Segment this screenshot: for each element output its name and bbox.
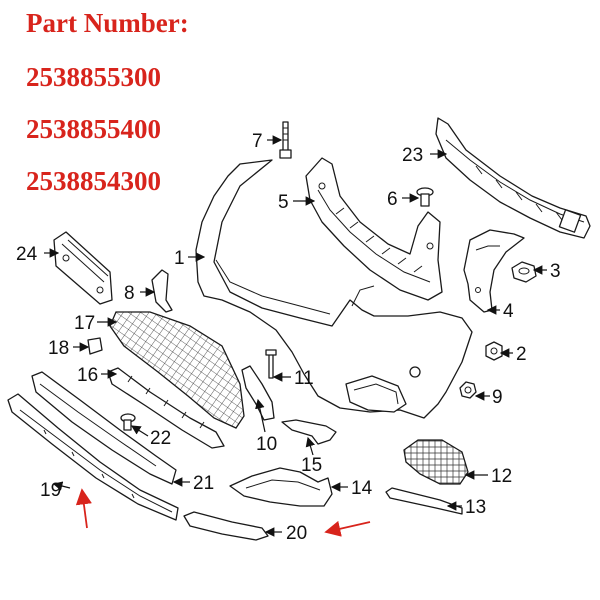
- callout-19: 19: [40, 480, 61, 501]
- part-number-1: 2538855300: [26, 62, 161, 92]
- callout-10: 10: [256, 434, 277, 455]
- callout-1: 1: [174, 248, 185, 269]
- part-22-clip: [120, 413, 136, 431]
- part-24-license-bracket: [53, 231, 113, 305]
- part-15-bracket: [281, 419, 337, 445]
- part-5-carrier: [305, 157, 443, 301]
- callout-8: 8: [124, 283, 135, 304]
- callout-22: 22: [150, 428, 171, 449]
- red-arrow-part-19: [75, 488, 92, 529]
- part-23-reinforcement: [435, 117, 591, 239]
- callout-labels: 1 2 3 4 5 6 7 8 9 10 11 12 13 14 15 16 1…: [16, 131, 561, 544]
- callout-21: 21: [193, 473, 214, 494]
- callout-12: 12: [491, 466, 512, 487]
- part-12-fog-grille: [403, 439, 469, 485]
- part-4-side-bracket: [463, 229, 525, 313]
- part-number-2: 2538855400: [26, 114, 161, 144]
- callout-5: 5: [278, 192, 289, 213]
- part-8-bracket: [151, 269, 173, 313]
- callout-9: 9: [492, 387, 503, 408]
- part-13-chrome-trim: [385, 487, 463, 515]
- callout-17: 17: [74, 313, 95, 334]
- part-21-lower-trim: [31, 371, 177, 485]
- callout-16: 16: [77, 365, 98, 386]
- callout-4: 4: [503, 301, 514, 322]
- part-number-3: 2538854300: [26, 166, 161, 196]
- callout-18: 18: [48, 338, 69, 359]
- part-10-bracket: [241, 365, 275, 421]
- part-19-lower-spoiler: [7, 393, 179, 521]
- part-3-nut: [511, 261, 537, 283]
- red-arrow-part-20: [324, 520, 371, 537]
- callout-14: 14: [351, 478, 373, 499]
- callout-24: 24: [16, 244, 38, 265]
- part-16-lower-grille: [107, 367, 225, 449]
- part-2-bolt: [485, 341, 503, 361]
- part-14-grille-insert: [229, 467, 333, 507]
- leader-lines: [44, 135, 547, 537]
- part-1-bumper-cover: [195, 159, 473, 419]
- callout-7: 7: [252, 131, 263, 152]
- part-number-heading: Part Number:: [26, 8, 189, 38]
- callout-20: 20: [286, 523, 307, 544]
- part-11-stud: [265, 349, 277, 379]
- callout-6: 6: [387, 189, 398, 210]
- part-17-grille-mesh: [109, 311, 245, 429]
- callout-23: 23: [402, 145, 423, 166]
- part-9-nut: [459, 381, 477, 399]
- callout-13: 13: [465, 497, 486, 518]
- highlight-arrows: [75, 488, 371, 537]
- part-20-trim-strip: [183, 511, 269, 541]
- part-7-bolt: [279, 121, 292, 159]
- callout-3: 3: [550, 261, 561, 282]
- callout-15: 15: [301, 455, 322, 476]
- part-6-clip: [416, 187, 434, 207]
- callout-11: 11: [294, 368, 314, 389]
- part-18-clip: [87, 337, 103, 355]
- callout-2: 2: [516, 344, 527, 365]
